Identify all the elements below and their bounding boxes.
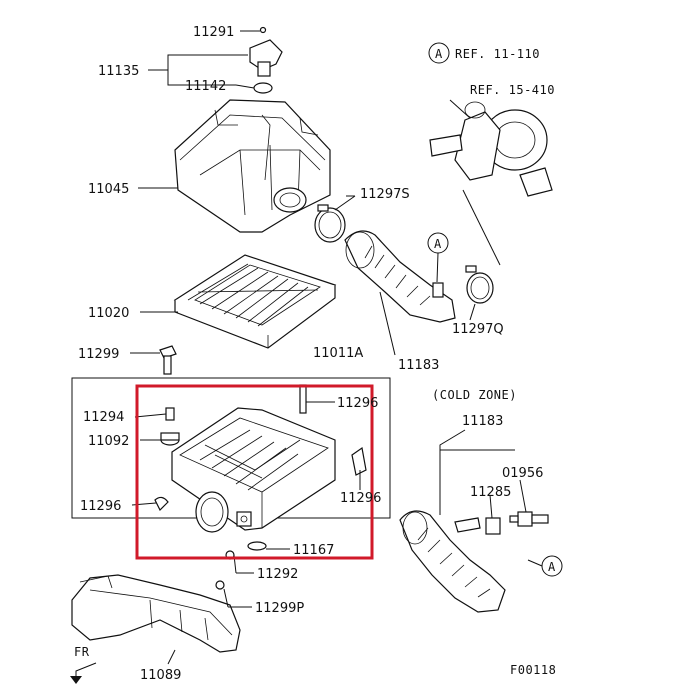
clip-11296-top xyxy=(299,384,307,414)
ref-11-110: REF. 11-110 xyxy=(455,47,540,61)
air-cleaner-upper-case xyxy=(174,99,331,233)
label-11297q: 11297Q xyxy=(452,322,504,337)
label-11092: 11092 xyxy=(88,434,129,449)
label-01956: 01956 xyxy=(502,466,543,481)
circle-a-marker-cold-zone: A xyxy=(527,555,563,577)
air-filter-element xyxy=(173,254,337,349)
label-11296-left: 11296 xyxy=(80,499,121,514)
front-direction-arrow: FR xyxy=(70,645,97,684)
label-11089: 11089 xyxy=(140,668,181,683)
svg-text:A: A xyxy=(548,560,556,574)
highlight-box xyxy=(135,384,374,560)
leader-lines xyxy=(130,30,527,665)
svg-text:A: A xyxy=(435,47,443,61)
circle-a-marker-hose: A xyxy=(427,232,449,283)
label-11292: 11292 xyxy=(257,567,298,582)
intake-hose-cold-zone xyxy=(399,510,506,613)
hose-clamp-11297s xyxy=(314,204,346,243)
label-11183-upper: 11183 xyxy=(398,358,439,373)
svg-text:A: A xyxy=(434,237,442,251)
circle-a-marker-top: A xyxy=(428,42,450,64)
label-11167: 11167 xyxy=(293,543,334,558)
bolt-11299p xyxy=(215,580,225,590)
intake-hose-upper xyxy=(344,230,456,323)
clip-11296-left xyxy=(154,496,169,512)
cold-zone-label: (COLD ZONE) xyxy=(432,388,517,402)
svg-text:FR: FR xyxy=(74,645,90,659)
label-11135: 11135 xyxy=(98,64,139,79)
air-intake-duct xyxy=(71,574,241,653)
hose-clamp-11297q xyxy=(465,265,494,304)
turbocharger-reference xyxy=(429,101,553,197)
bracket-11285 xyxy=(485,517,501,535)
label-11299p: 11299P xyxy=(255,601,304,616)
label-11299: 11299 xyxy=(78,347,119,362)
mass-airflow-sensor xyxy=(249,26,283,94)
label-11294: 11294 xyxy=(83,410,124,425)
label-11183-cold-zone: 11183 xyxy=(462,414,503,429)
air-cleaner-lower-case xyxy=(171,407,336,533)
label-11285: 11285 xyxy=(470,485,511,500)
label-11296-top: 11296 xyxy=(337,396,378,411)
label-11045: 11045 xyxy=(88,182,129,197)
label-11291: 11291 xyxy=(193,25,234,40)
grommet-11092 xyxy=(160,432,180,446)
clip-11296-right xyxy=(351,446,367,476)
label-11296-right: 11296 xyxy=(340,491,381,506)
bolt-11299 xyxy=(159,345,177,375)
sensor-01956 xyxy=(509,511,549,527)
figure-code: F00118 xyxy=(510,663,556,677)
ring-11167 xyxy=(247,541,267,551)
label-11011a: 11011A xyxy=(313,346,363,361)
ref-15-410: REF. 15-410 xyxy=(470,83,555,97)
label-11142: 11142 xyxy=(185,79,226,94)
label-11297s: 11297S xyxy=(360,187,410,202)
grommet-11294 xyxy=(165,407,175,421)
label-11020: 11020 xyxy=(88,306,129,321)
